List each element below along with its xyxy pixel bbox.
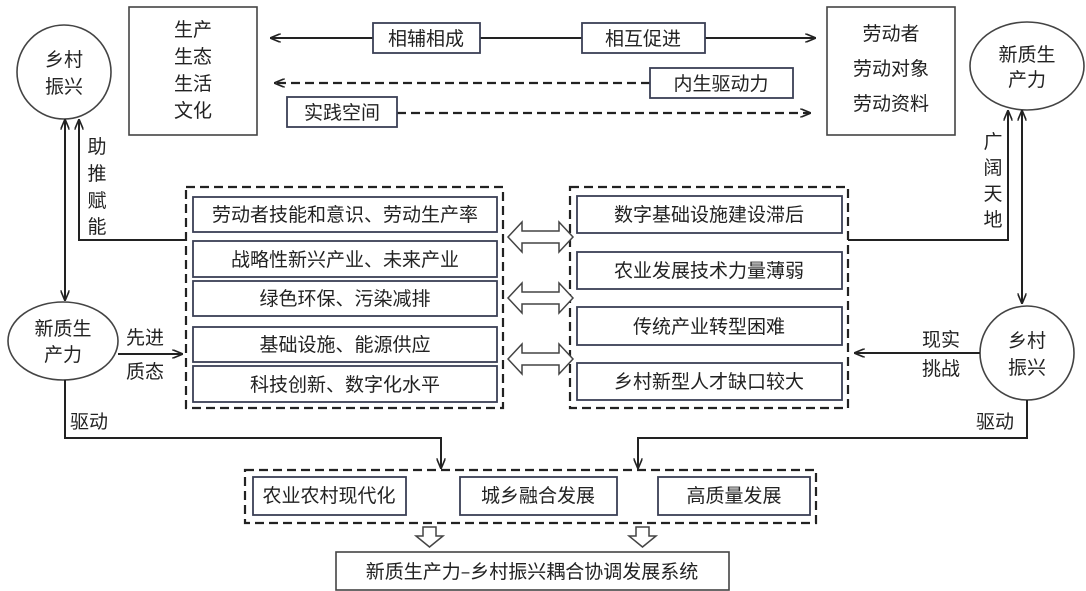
- box-labor-elements: 劳动者 劳动对象 劳动资料: [826, 6, 956, 136]
- label-text: 相互促进: [605, 28, 681, 50]
- node-circle: [979, 305, 1075, 401]
- group-bottom-item-box: [657, 476, 811, 516]
- double-arrow-icon: [506, 342, 575, 376]
- box-line: 劳动者: [862, 23, 919, 45]
- node-label-line1: 乡村: [1008, 330, 1046, 352]
- label-practice-space: 实践空间: [286, 96, 398, 128]
- group-right-item-box: [576, 362, 843, 401]
- label-char: 阔: [983, 157, 1002, 179]
- label-text: 内生驱动力: [673, 73, 768, 95]
- label-mutual-promotion: 相互促进: [581, 22, 706, 54]
- group-left-item-box: [192, 280, 498, 317]
- node-rural-revitalization-top-left: 乡村 振兴: [16, 24, 112, 120]
- node-label-line1: 新质生: [34, 318, 91, 340]
- final-system-box: 新质生产力–乡村振兴耦合协调发展系统: [335, 551, 730, 591]
- arrow-empower: [79, 120, 185, 241]
- node-new-productive-forces-top-right: 新质生 产力: [969, 21, 1085, 111]
- label-char: 广: [983, 131, 1002, 153]
- box-frame: [826, 6, 956, 136]
- group-left-item-text: 科技创新、数字化水平: [250, 374, 440, 396]
- label-empower: 助 推 赋 能: [87, 136, 106, 238]
- group-left-dashed-frame: [184, 185, 505, 410]
- node-label-line2: 振兴: [1008, 357, 1046, 379]
- box-line: 生产: [174, 19, 212, 41]
- label-text: 实践空间: [304, 102, 380, 124]
- node-label-line2: 振兴: [45, 76, 83, 98]
- group-right-item-text: 传统产业转型困难: [633, 316, 785, 338]
- box-line: 劳动对象: [853, 58, 929, 80]
- label-text: 相辅相成: [388, 28, 464, 50]
- label-broad-world: 广 阔 天 地: [983, 131, 1002, 231]
- group-bottom-dashed-frame: [243, 468, 818, 525]
- arrow-broad-world: [848, 111, 1008, 241]
- label-frame: [649, 67, 794, 99]
- group-bottom-item-box: [252, 476, 407, 516]
- label-drive-left: 驱动: [70, 411, 108, 433]
- final-system-label: 新质生产力–乡村振兴耦合协调发展系统: [366, 561, 699, 583]
- group-left-item-text: 基础设施、能源供应: [259, 334, 430, 356]
- group-bottom-item-text: 高质量发展: [686, 485, 781, 507]
- label-drive-right: 驱动: [976, 411, 1014, 433]
- group-left-item-text: 劳动者技能和意识、劳动生产率: [212, 204, 478, 226]
- box-line: 生活: [174, 73, 212, 95]
- node-ellipse: [7, 301, 119, 381]
- group-right-item-text: 乡村新型人才缺口较大: [614, 371, 804, 393]
- group-right-item-text: 数字基础设施建设滞后: [614, 204, 804, 226]
- node-new-productive-forces-left: 新质生 产力: [7, 301, 119, 381]
- group-right-items: 数字基础设施建设滞后 农业发展技术力量薄弱 传统产业转型困难 乡村新型人才缺口较…: [576, 195, 843, 401]
- group-left-item-box: [192, 240, 498, 278]
- label-char: 推: [87, 163, 106, 185]
- label-advanced-quality-line1: 先进: [126, 327, 164, 349]
- label-mutual-complement: 相辅相成: [372, 22, 481, 54]
- group-right-item-box: [576, 251, 843, 290]
- node-ellipse: [969, 21, 1085, 111]
- group-left-item-text: 战略性新兴产业、未来产业: [231, 249, 459, 271]
- final-system-frame: [335, 551, 730, 591]
- node-rural-revitalization-right: 乡村 振兴: [979, 305, 1075, 401]
- group-left-item-box: [192, 326, 498, 363]
- node-label-line1: 乡村: [45, 49, 83, 71]
- group-left-items: 劳动者技能和意识、劳动生产率 战略性新兴产业、未来产业 绿色环保、污染减排 基础…: [192, 196, 498, 403]
- label-endogenous-drive: 内生驱动力: [649, 67, 794, 99]
- down-arrow-icon: [413, 526, 446, 548]
- label-char: 能: [87, 216, 106, 238]
- label-char: 地: [983, 209, 1002, 231]
- group-bottom-item-box: [459, 476, 618, 516]
- box-frame: [128, 6, 258, 136]
- node-label-line2: 产力: [1008, 69, 1046, 91]
- box-production-ecology-life-culture: 生产 生态 生活 文化: [128, 6, 258, 136]
- double-arrow-icon: [506, 281, 575, 315]
- node-label-line1: 新质生: [998, 44, 1055, 66]
- group-bottom-item-text: 城乡融合发展: [481, 485, 595, 507]
- arrow-drive-left: [64, 380, 441, 468]
- double-arrow-icon: [506, 220, 575, 254]
- group-right-item-text: 农业发展技术力量薄弱: [614, 260, 804, 282]
- label-char: 赋: [87, 190, 106, 212]
- label-real-challenge-line2: 挑战: [922, 358, 960, 380]
- label-frame: [372, 22, 481, 54]
- arrow-drive-right: [638, 400, 1028, 468]
- group-right-item-box: [576, 306, 843, 346]
- label-char: 助: [87, 136, 106, 158]
- group-bottom-item-text: 农业农村现代化: [262, 485, 395, 507]
- box-line: 劳动资料: [853, 93, 929, 115]
- label-advanced-quality-line2: 质态: [126, 361, 164, 383]
- node-circle: [16, 24, 112, 120]
- down-arrow-icon: [626, 526, 659, 548]
- group-bottom-items: 农业农村现代化 城乡融合发展 高质量发展: [252, 476, 811, 516]
- label-frame: [286, 96, 398, 128]
- box-line: 文化: [174, 100, 212, 122]
- node-label-line2: 产力: [44, 344, 82, 366]
- box-line: 生态: [174, 46, 212, 68]
- label-char: 天: [983, 183, 1002, 205]
- group-left-item-box: [192, 365, 498, 403]
- group-left-item-box: [192, 196, 498, 233]
- label-real-challenge-line1: 现实: [922, 329, 960, 351]
- group-right-item-box: [576, 195, 843, 234]
- group-left-item-text: 绿色环保、污染减排: [259, 288, 430, 310]
- label-frame: [581, 22, 706, 54]
